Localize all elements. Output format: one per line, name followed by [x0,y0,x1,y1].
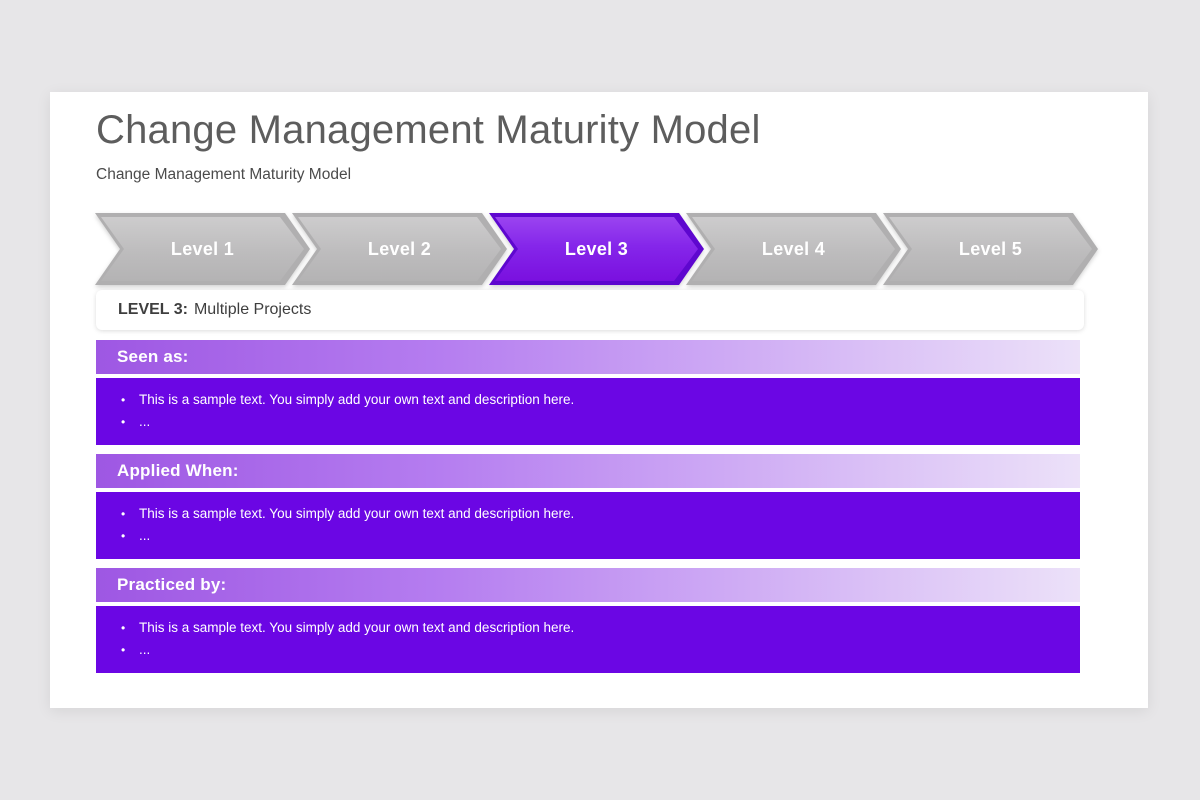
level-arrows: Level 1 Level 2 Level 3 Level 4 Level 5 [95,213,1098,285]
level-tab-3[interactable]: Level 3 [489,213,704,285]
bullet-item: • This is a sample text. You simply add y… [96,389,1080,411]
section-body: • This is a sample text. You simply add y… [96,492,1080,559]
bullet-icon: • [121,415,126,429]
bullet-item: •... [96,639,1080,661]
level-tab-label: Level 5 [958,238,1023,259]
level-arrow-body: Level 3 [495,217,698,281]
slide-card: Change Management Maturity Model Change … [50,92,1148,708]
level-arrow-body: Level 4 [692,217,895,281]
bullet-icon: • [121,621,126,635]
bullet-list: • This is a sample text. You simply add y… [96,389,1080,433]
bullet-text: This is a sample text. You simply add yo… [139,506,575,521]
page-subtitle: Change Management Maturity Model [96,166,352,183]
level-tab-label: Level 2 [367,238,432,259]
bullet-item: • This is a sample text. You simply add y… [96,503,1080,525]
level-arrow-body: Level 2 [298,217,501,281]
bullet-text: ... [139,642,151,657]
active-level-text: Multiple Projects [193,301,312,318]
level-arrow-body: Level 5 [889,217,1092,281]
bullet-item: •... [96,411,1080,433]
level-arrow-wrap: Level 3 [489,213,704,285]
page-title: Change Management Maturity Model [96,108,761,152]
bullet-text: This is a sample text. You simply add yo… [139,620,575,635]
level-tab-label: Level 4 [761,238,826,259]
bullet-list: • This is a sample text. You simply add y… [96,503,1080,547]
sections-container: Seen as: • This is a sample text. You simp… [96,340,1080,682]
level-tab-2[interactable]: Level 2 [292,213,507,285]
section-heading: Seen as: [96,340,1080,374]
section-body: • This is a sample text. You simply add y… [96,378,1080,445]
bullet-item: •... [96,525,1080,547]
bullet-item: • This is a sample text. You simply add y… [96,617,1080,639]
level-arrow-body: Level 1 [101,217,304,281]
bullet-icon: • [121,529,126,543]
level-tab-label: Level 3 [564,238,629,259]
section-practiced-by: Practiced by: • This is a sample text. You… [96,568,1080,673]
section-heading: Practiced by: [96,568,1080,602]
active-level-prefix: LEVEL 3: [118,301,188,318]
level-tab-4[interactable]: Level 4 [686,213,901,285]
active-level-banner: LEVEL 3: Multiple Projects [96,290,1084,330]
section-seen-as: Seen as: • This is a sample text. You simp… [96,340,1080,445]
level-tab-1[interactable]: Level 1 [95,213,310,285]
bullet-icon: • [121,643,126,657]
level-tab-5[interactable]: Level 5 [883,213,1098,285]
section-body: • This is a sample text. You simply add y… [96,606,1080,673]
bullet-text: This is a sample text. You simply add yo… [139,392,575,407]
level-arrow-wrap: Level 2 [292,213,507,285]
level-arrow-wrap: Level 5 [883,213,1098,285]
level-arrow-wrap: Level 1 [95,213,310,285]
level-tab-label: Level 1 [170,238,235,259]
section-heading: Applied When: [96,454,1080,488]
bullet-icon: • [121,507,126,521]
bullet-icon: • [121,393,126,407]
section-applied-when: Applied When: • This is a sample text. You… [96,454,1080,559]
bullet-text: ... [139,414,151,429]
bullet-list: • This is a sample text. You simply add y… [96,617,1080,661]
bullet-text: ... [139,528,151,543]
level-arrow-wrap: Level 4 [686,213,901,285]
